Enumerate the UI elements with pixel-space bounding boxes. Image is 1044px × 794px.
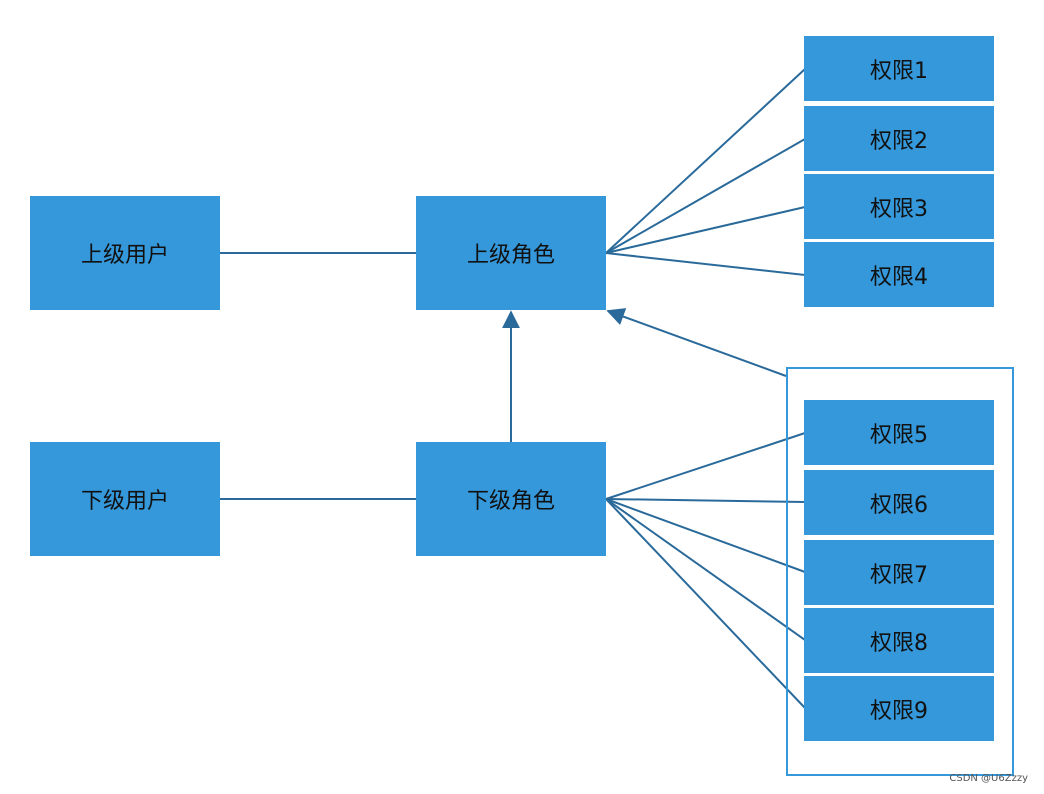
lower-user-node: 下级用户: [30, 442, 220, 556]
permission-node-2: 权限2: [804, 106, 994, 171]
edge-lower-role-perm6: [605, 498, 806, 503]
arrow-perm-group-to-upper-role: [606, 308, 787, 377]
watermark: CSDN @U6Zzzy: [949, 773, 1028, 784]
edge-lower-role-perm5: [605, 432, 806, 500]
edge-upper-role-perm2: [605, 138, 806, 254]
edge-lower-role-perm9: [605, 498, 806, 709]
permission-node-4: 权限4: [804, 242, 994, 307]
edge-lower-role-perm7: [605, 498, 806, 573]
edge-lower-role-perm8: [605, 498, 806, 641]
permission-node-3: 权限3: [804, 174, 994, 239]
permission-node-6: 权限6: [804, 470, 994, 535]
upper-user-node: 上级用户: [30, 196, 220, 310]
permission-node-1: 权限1: [804, 36, 994, 101]
upper-role-node: 上级角色: [416, 196, 606, 310]
edge-upper-role-perm1: [605, 68, 806, 254]
edge-upper-role-perm4: [605, 252, 806, 276]
lower-permission-group-frame: [786, 367, 1014, 776]
permission-node-8: 权限8: [804, 608, 994, 673]
edge-upper-role-perm3: [605, 206, 806, 254]
permission-node-9: 权限9: [804, 676, 994, 741]
lower-role-node: 下级角色: [416, 442, 606, 556]
permission-node-5: 权限5: [804, 400, 994, 465]
permission-node-7: 权限7: [804, 540, 994, 605]
